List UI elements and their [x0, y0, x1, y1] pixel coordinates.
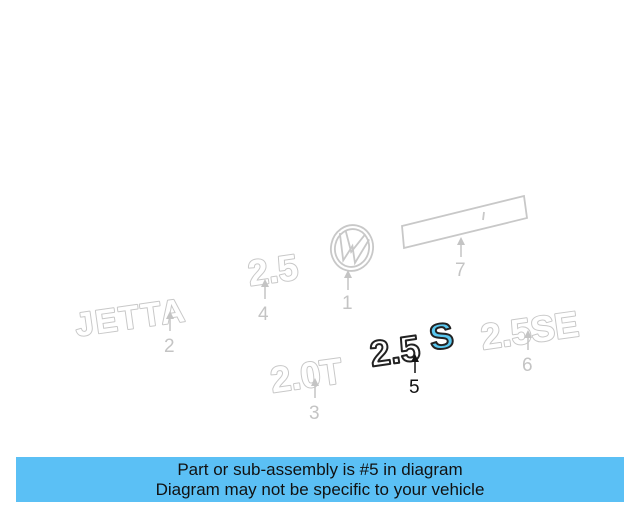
molding-strip-mark: [482, 211, 485, 221]
banner-line-disclaimer: Diagram may not be specific to your vehi…: [155, 479, 485, 499]
callout-1-arrow: [344, 270, 352, 290]
banner-line-part: Part or sub-assembly is #5 in diagram: [177, 459, 463, 479]
part-5-badge-prefix: 2.5: [367, 327, 422, 375]
callout-6-arrow: [524, 330, 532, 350]
info-banner: Part or sub-assembly is #5 in diagram Di…: [16, 457, 624, 502]
callout-7-arrow: [457, 237, 465, 257]
callout-4[interactable]: 4: [258, 304, 269, 325]
part-5-badge-suffix: S: [427, 314, 456, 358]
callout-5-arrow: [411, 354, 419, 373]
part-5-badge-2-5s[interactable]: 2.5 S: [366, 313, 457, 375]
callout-2[interactable]: 2: [164, 336, 175, 357]
part-7-molding-strip[interactable]: [401, 194, 529, 250]
callout-7[interactable]: 7: [455, 260, 466, 281]
part-3-badge-2-0t[interactable]: 2.0T: [267, 349, 346, 402]
callout-3[interactable]: 3: [309, 403, 320, 424]
vw-logo-w: [338, 233, 370, 266]
callout-3-arrow: [311, 378, 319, 398]
part-6-badge-2-5se[interactable]: 2.5SE: [477, 302, 582, 358]
molding-strip-icon: [401, 194, 529, 250]
vw-logo-icon: [330, 224, 374, 272]
callout-4-arrow: [261, 279, 269, 299]
vw-logo-v: [344, 230, 366, 254]
part-1-vw-logo[interactable]: [327, 221, 378, 275]
part-4-badge-2-5[interactable]: 2.5: [244, 245, 301, 295]
callout-1[interactable]: 1: [342, 293, 353, 314]
callout-5[interactable]: 5: [409, 377, 420, 398]
callout-2-arrow: [166, 311, 174, 331]
callout-6[interactable]: 6: [522, 355, 533, 376]
vw-logo-inner-ring: [334, 228, 370, 268]
